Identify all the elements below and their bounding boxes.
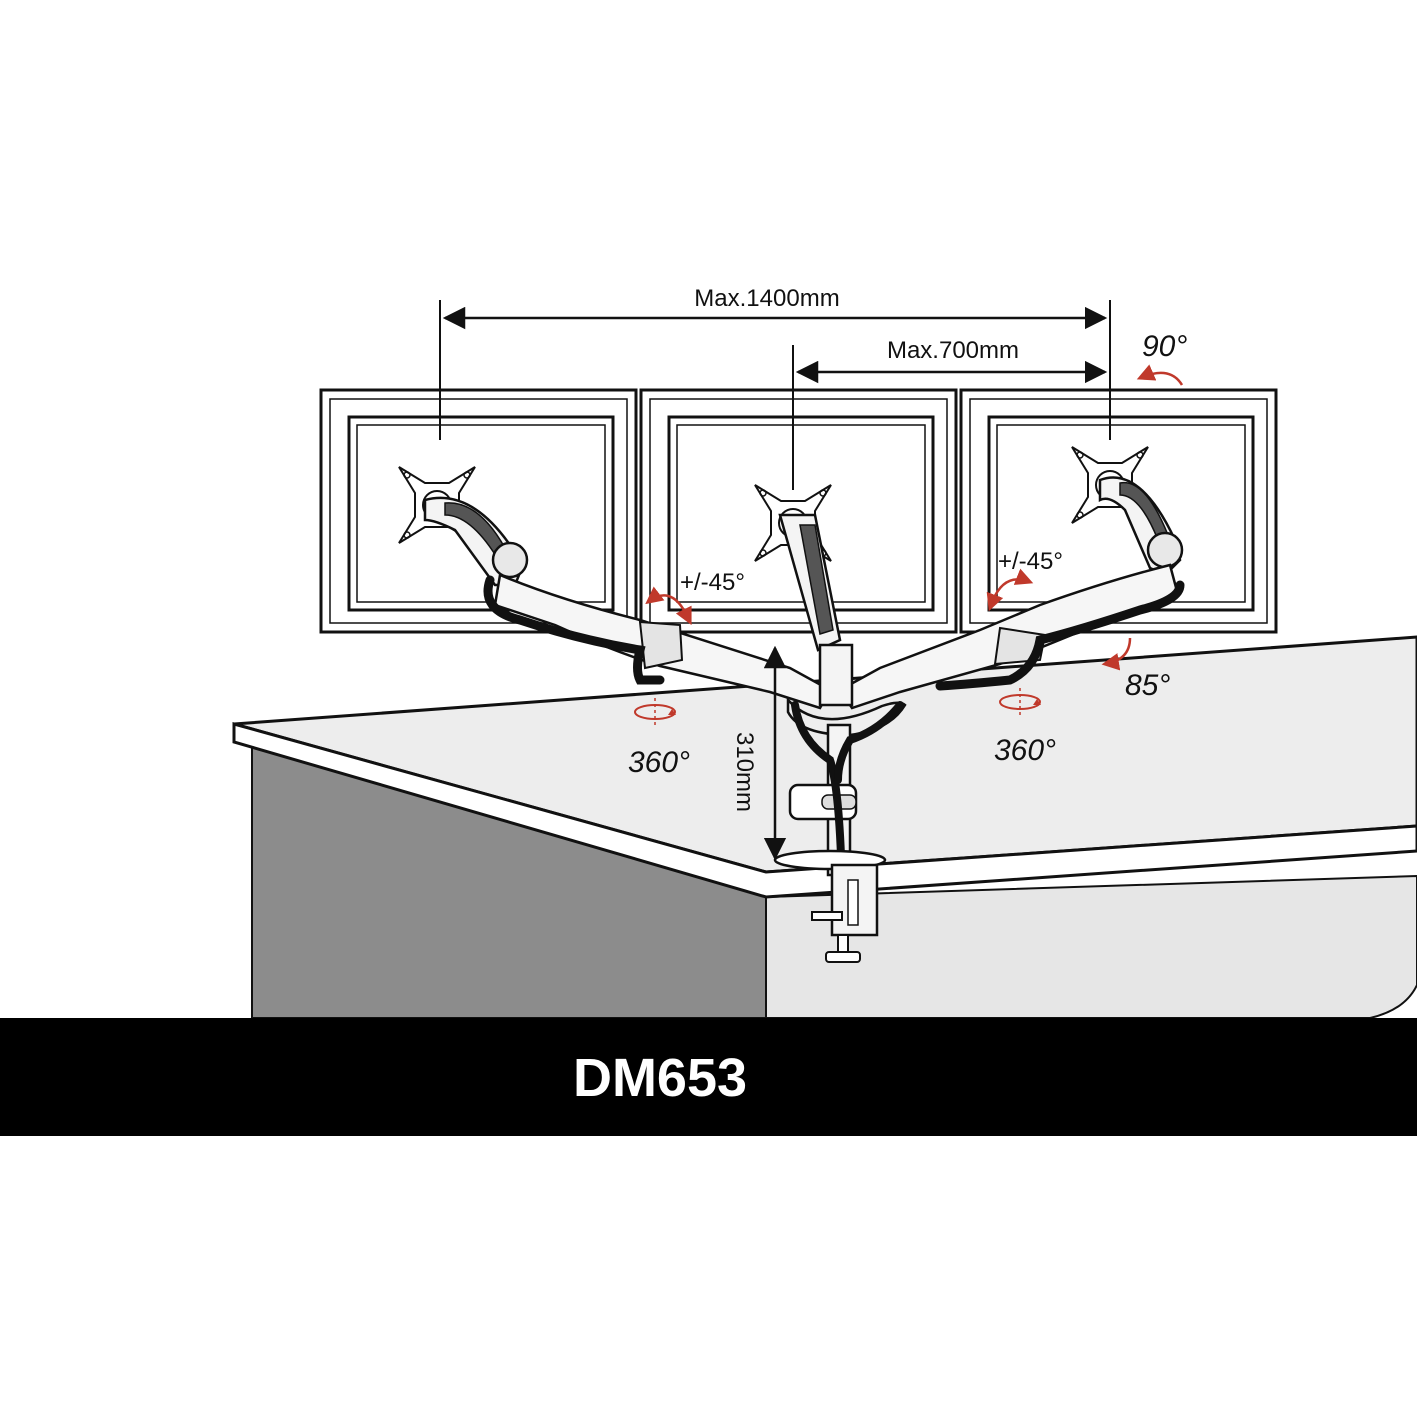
desk-top-edge [232,722,1417,899]
rotation-arrow-85: 85° [1101,637,1170,702]
upper-arm-left [423,496,529,587]
lower-arm-left [483,573,832,710]
model-banner: DM653 [0,1018,1417,1136]
dimension-max-700: Max.700mm [792,337,1108,490]
upper-arm-right [1098,476,1184,577]
rotation-arrow-360-right: 360° [994,688,1056,767]
angle-360-right-label: 360° [994,734,1056,767]
max-1400-label: Max.1400mm [694,285,839,312]
pole-and-clamp [773,643,907,963]
swivel-left-label: +/-45° [680,569,745,596]
upper-arm-center [778,513,842,652]
rotation-arrow-360-left: 360° [628,698,690,779]
swivel-arrow-left: +/-45° [645,569,745,626]
model-name: DM653 [573,1048,747,1108]
dimension-pole-height: 310mm [731,645,787,861]
swivel-arrow-right: +/-45° [986,548,1063,612]
lower-arm-right [838,563,1185,710]
angle-90-label: 90° [1142,330,1187,363]
swivel-right-label: +/-45° [998,548,1063,575]
angle-85-label: 85° [1125,669,1170,702]
rotation-arrow-90: 90° [1136,330,1187,386]
pole-height-label: 310mm [731,732,758,812]
max-700-label: Max.700mm [887,337,1019,364]
angle-360-left-label: 360° [628,746,690,779]
dimension-max-1400: Max.1400mm [439,285,1111,440]
